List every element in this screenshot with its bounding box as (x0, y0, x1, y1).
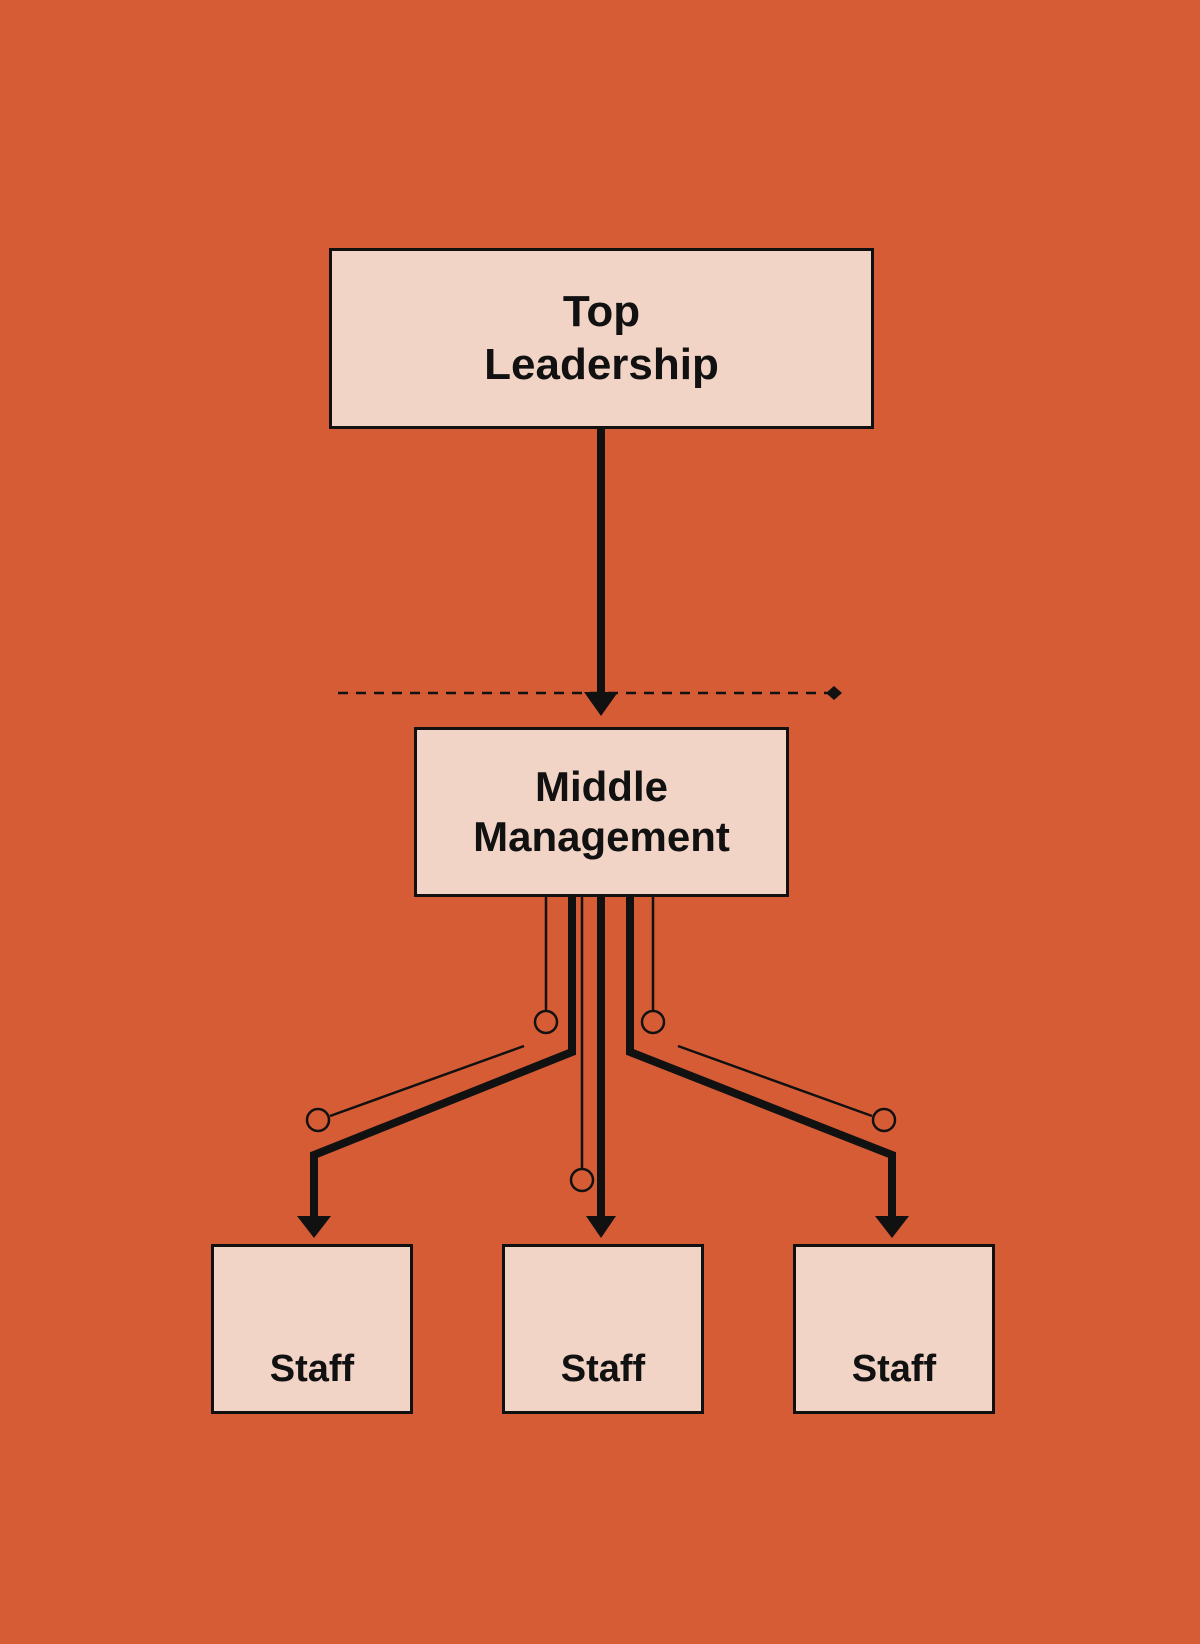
feedback-lines (305, 897, 897, 1193)
node-label: Top (562, 286, 641, 336)
arrowhead-icon (297, 1216, 331, 1238)
node-staff-3: Staff (793, 1244, 995, 1414)
arrowhead-icon (584, 692, 618, 716)
diamond-marker-icon (826, 686, 842, 700)
node-label: Middle (535, 762, 668, 810)
node-label: Staff (851, 1348, 937, 1391)
circle-terminal-icon (305, 1107, 331, 1133)
node-staff-1: Staff (211, 1244, 413, 1414)
edge-middle-to-staff-1 (310, 897, 576, 1218)
circle-terminal-icon (640, 1009, 666, 1035)
circle-terminal-icon (569, 1167, 595, 1193)
arrowhead-icon (586, 1216, 616, 1238)
arrowhead-icon (875, 1216, 909, 1238)
node-label: Staff (269, 1348, 355, 1391)
node-staff-2: Staff (502, 1244, 704, 1414)
circle-terminal-icon (533, 1009, 559, 1035)
edge-middle-to-staff-3 (626, 897, 896, 1218)
node-label: Staff (560, 1348, 646, 1391)
node-label: Leadership (484, 339, 719, 389)
node-middle-management: Middle Management (414, 727, 789, 897)
node-label: Management (473, 813, 730, 860)
node-top-leadership: Top Leadership (329, 248, 874, 429)
circle-terminal-icon (871, 1107, 897, 1133)
